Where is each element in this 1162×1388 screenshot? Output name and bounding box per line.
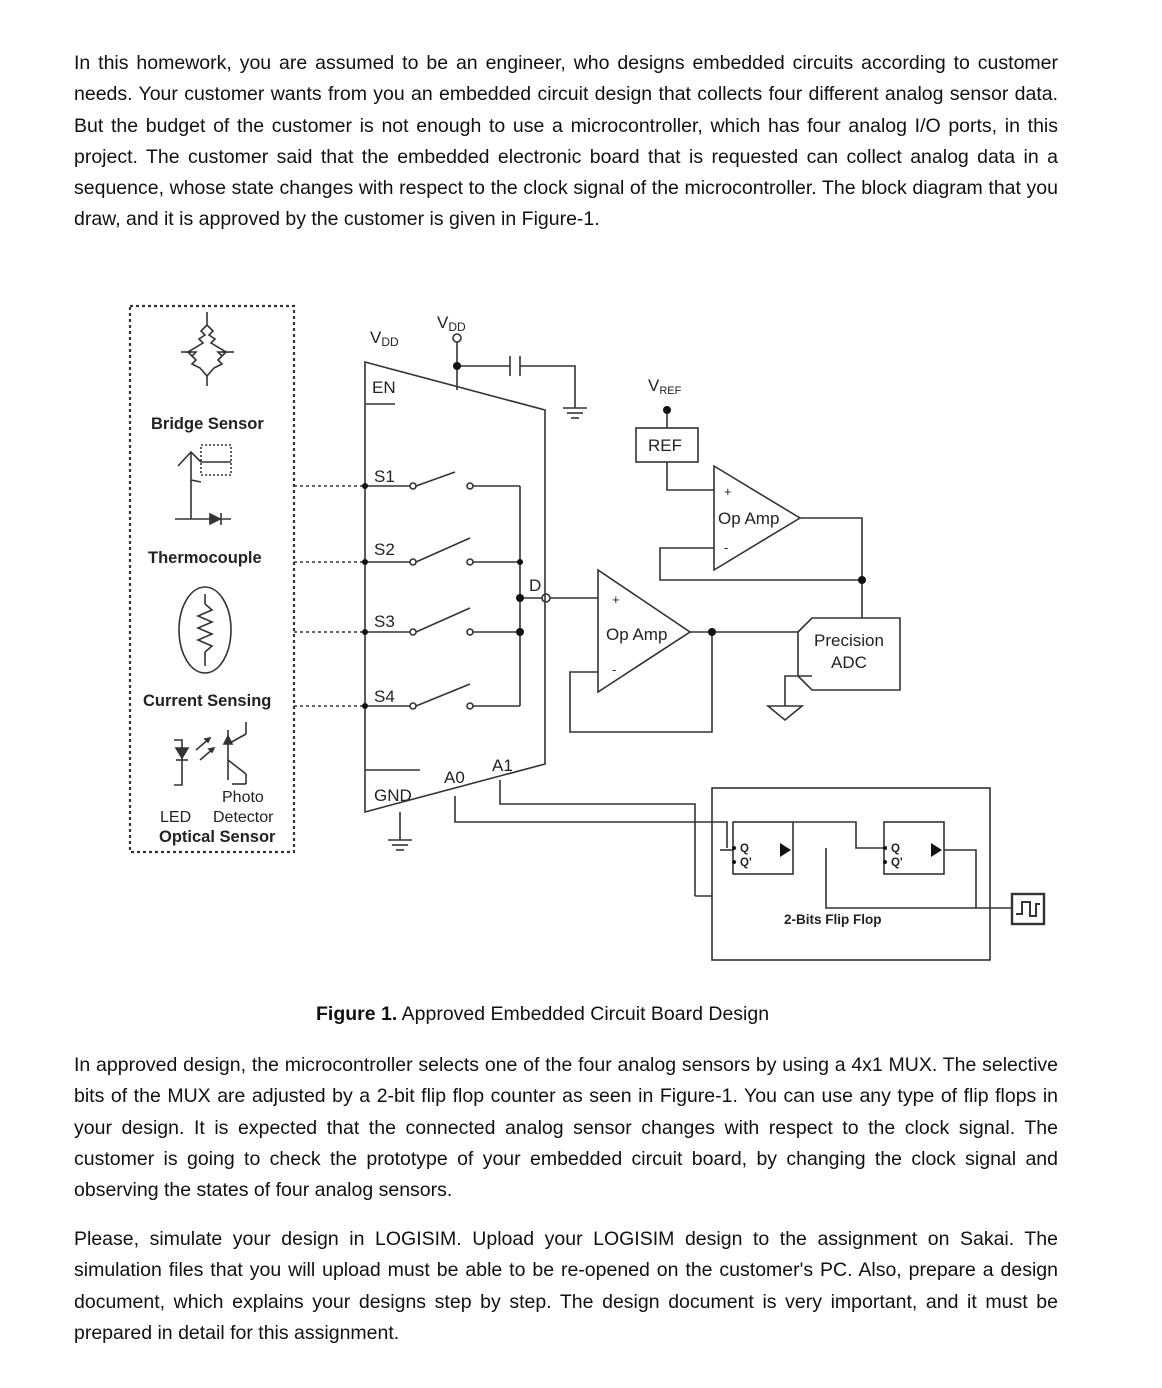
label-thermocouple: Thermocouple	[148, 549, 262, 567]
intro-paragraph: In this homework, you are assumed to be …	[74, 52, 1058, 231]
label-gnd: GND	[374, 786, 412, 805]
caption-text: Approved Embedded Circuit Board Design	[397, 1003, 770, 1025]
label-s2: S2	[374, 540, 395, 559]
opamp-2-plus: +	[612, 592, 620, 607]
label-s4: S4	[374, 687, 395, 706]
label-adc-line2: ADC	[831, 653, 867, 672]
label-current-sensing: Current Sensing	[143, 692, 271, 710]
thermocouple-icon	[175, 444, 232, 526]
label-detector: Detector	[213, 809, 274, 826]
label-ref: REF	[648, 436, 682, 455]
label-en: EN	[372, 378, 396, 397]
clock-source	[1010, 892, 1046, 926]
label-optical-sensor: Optical Sensor	[159, 828, 276, 846]
opamp-1-plus: +	[724, 484, 732, 499]
label-adc-line1: Precision	[814, 631, 884, 650]
label-a0: A0	[444, 768, 465, 787]
label-2bit-flip-flop: 2-Bits Flip Flop	[784, 912, 882, 927]
opamp-2-minus: -	[612, 662, 616, 677]
bridge-sensor-icon	[181, 312, 234, 386]
instructions-paragraph: Please, simulate your design in LOGISIM.…	[74, 1228, 1058, 1344]
label-d: D	[529, 576, 541, 595]
label-led: LED	[160, 809, 191, 826]
mux-switches	[365, 471, 543, 710]
label-s1: S1	[374, 467, 395, 486]
ff1-q: Q	[740, 843, 749, 855]
optical-sensor-icon	[174, 722, 247, 786]
label-bridge-sensor: Bridge Sensor	[151, 415, 264, 433]
ff1-qbar: Q'	[740, 857, 752, 869]
flip-flop-box	[711, 787, 991, 961]
label-a1: A1	[492, 756, 513, 775]
label-vdd-top: VDD	[437, 313, 466, 334]
circuit-diagram: Bridge Sensor Thermocouple Current Sensi…	[128, 304, 1046, 961]
design-paragraph: In approved design, the microcontroller …	[74, 1054, 1058, 1202]
label-vref: VREF	[648, 376, 682, 397]
opamp-1	[713, 464, 802, 572]
ff2-q: Q	[891, 843, 900, 855]
caption-label: Figure 1.	[316, 1003, 398, 1025]
current-sensor-icon	[178, 586, 232, 674]
label-opamp-1: Op Amp	[718, 509, 779, 528]
mux-block	[364, 360, 546, 814]
ff2-qbar: Q'	[891, 857, 903, 869]
sensor-group-box	[128, 304, 296, 854]
label-photo: Photo	[222, 789, 264, 806]
label-opamp-2: Op Amp	[606, 625, 667, 644]
label-vdd-left: VDD	[370, 328, 399, 349]
opamp-1-minus: -	[724, 540, 728, 555]
label-s3: S3	[374, 612, 395, 631]
opamp-2	[597, 568, 692, 694]
